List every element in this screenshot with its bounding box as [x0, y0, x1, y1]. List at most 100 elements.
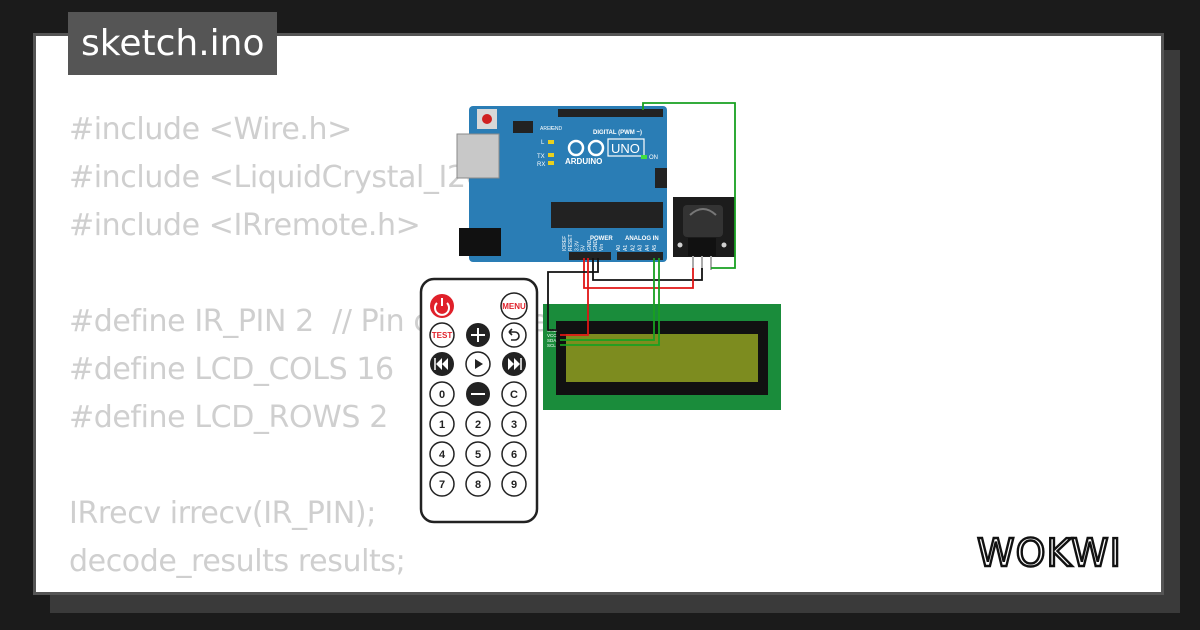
power-pin-label: IOREF [562, 236, 568, 251]
atmega-chip [551, 202, 663, 228]
remote-minus-button[interactable] [466, 382, 490, 406]
remote-forward-button[interactable] [502, 352, 526, 376]
remote-test-label: TEST [432, 331, 453, 340]
remote-c-label: C [510, 389, 518, 401]
lcd-pin-label: SCL [547, 343, 556, 348]
analog-pin-label: A3 [638, 245, 644, 251]
remote-digit-9-button[interactable]: 9 [501, 471, 527, 497]
uno-badge [607, 138, 645, 157]
gnd-label: GND [551, 126, 563, 132]
wokwi-logo: WOKWI [976, 530, 1122, 576]
analog-pin-label: A0 [616, 245, 622, 251]
code-line: #define LCD_ROWS 2 [69, 400, 388, 435]
remote-rewind-button[interactable] [430, 352, 454, 376]
ir-receiver-lens [689, 208, 717, 216]
lcd-pin-label: SDA [547, 338, 556, 343]
remote-digit-4-button[interactable]: 4 [429, 441, 455, 467]
on-led-label: ON [649, 155, 658, 161]
wires [547, 102, 736, 346]
rewind-icon [436, 358, 448, 370]
remote-menu-label: MENU [502, 302, 526, 311]
lcd-screen [566, 334, 758, 382]
remote-digit-buttons: 0 1 2 3 4 5 6 7 8 9 [429, 381, 527, 497]
on-led [641, 155, 647, 159]
back-arrow-icon [508, 328, 520, 341]
remote-digit-label: 3 [511, 419, 517, 431]
code-line: #define LCD_COLS 16 [69, 352, 394, 387]
remote-c-button[interactable]: C [501, 381, 527, 407]
arduino-logo [567, 139, 605, 157]
remote-digit-2-button[interactable]: 2 [465, 411, 491, 437]
power-pin-label: 3.3V [574, 240, 580, 251]
ir-remote[interactable]: MENU TEST [419, 277, 539, 524]
remote-power-button[interactable] [430, 294, 454, 318]
wokwi-logo-text: WOKWI [977, 531, 1122, 575]
remote-digit-0-button[interactable]: 0 [429, 381, 455, 407]
power-pin-label: GND [587, 240, 593, 252]
remote-digit-5-button[interactable]: 5 [465, 441, 491, 467]
remote-digit-label: 4 [439, 449, 446, 461]
power-pin-label: 5V [581, 244, 587, 251]
l-led [548, 140, 554, 144]
remote-digit-label: 0 [439, 389, 445, 401]
remote-digit-6-button[interactable]: 6 [501, 441, 527, 467]
remote-menu-button[interactable]: MENU [500, 292, 528, 320]
analog-header [617, 252, 663, 260]
power-pin-label: GND [593, 240, 599, 252]
digital-label: DIGITAL (PWM ~) [593, 130, 642, 136]
remote-play-button[interactable] [465, 351, 491, 377]
remote-back-button[interactable] [501, 322, 527, 348]
remote-test-button[interactable]: TEST [429, 322, 455, 348]
file-tab[interactable]: sketch.ino [68, 12, 278, 75]
reset-button-cap [482, 114, 492, 124]
remote-digit-label: 6 [511, 449, 517, 461]
remote-digit-label: 5 [475, 449, 481, 461]
l-led-label: L [541, 140, 545, 146]
uno-label: UNO [611, 141, 640, 156]
power-jack [459, 228, 501, 256]
wire-lcd-gnd [547, 258, 599, 331]
remote-digit-7-button[interactable]: 7 [429, 471, 455, 497]
usb-port [456, 133, 500, 179]
aref-label: AREF [540, 126, 553, 132]
power-label: POWER [590, 236, 613, 242]
code-line: #include <Wire.h> [69, 112, 352, 147]
remote-digit-3-button[interactable]: 3 [501, 411, 527, 437]
icsp-header [513, 121, 533, 133]
wire-ir-gnd [592, 258, 703, 281]
analog-pin-label: A2 [630, 245, 636, 251]
analog-pin-label: A5 [652, 245, 658, 251]
wire-ir-signal [642, 102, 736, 269]
ir-receiver-module[interactable] [673, 197, 735, 270]
file-tab-label: sketch.ino [81, 23, 265, 64]
power-icon [434, 302, 450, 316]
remote-digit-label: 9 [511, 479, 517, 491]
remote-plus-button[interactable] [466, 323, 490, 347]
analog-pin-label: A4 [645, 245, 651, 251]
remote-digit-8-button[interactable]: 8 [465, 471, 491, 497]
lcd-pin-label: VCC [547, 333, 557, 338]
remote-digit-label: 1 [439, 419, 445, 431]
code-line: IRrecv irrecv(IR_PIN); [69, 496, 376, 531]
rx-led [548, 161, 554, 165]
play-icon [475, 359, 483, 369]
remote-digit-label: 2 [475, 419, 481, 431]
analog-pin-label: A1 [623, 245, 629, 251]
tx-led-label: TX [537, 154, 545, 160]
wire-ir-vcc [583, 258, 694, 289]
code-line: decode_results results; [69, 544, 406, 579]
rx-led-label: RX [537, 162, 545, 168]
analog-label: ANALOG IN [625, 236, 659, 242]
arduino-uno-board[interactable]: AREF GND DIGITAL (PWM ~) L TX RX ARDUINO… [456, 106, 667, 262]
digital-header [558, 109, 663, 117]
arduino-brand-label: ARDUINO [565, 157, 602, 166]
remote-digit-label: 7 [439, 479, 445, 491]
wire-lcd-sda [560, 258, 655, 341]
remote-digit-label: 8 [475, 479, 481, 491]
power-header [569, 252, 611, 260]
remote-digit-1-button[interactable]: 1 [429, 411, 455, 437]
